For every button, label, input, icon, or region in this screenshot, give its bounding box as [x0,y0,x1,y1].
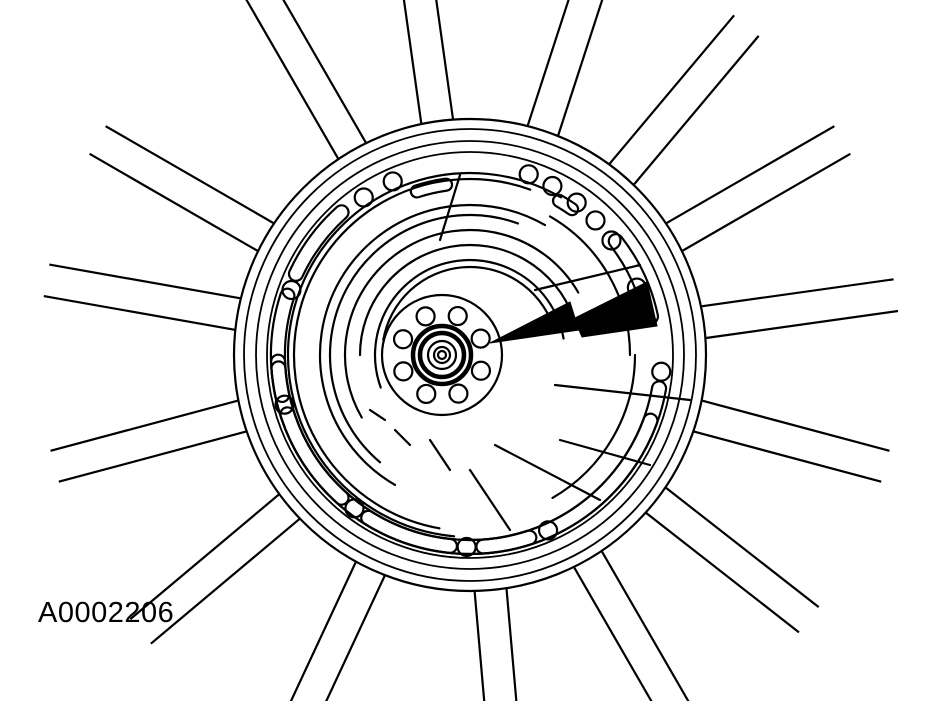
blade-line [558,438,652,467]
hub-ring [432,345,452,365]
inner-arc [318,203,547,487]
inner-arc [382,265,554,341]
bolt-hole [392,329,414,350]
blade-line [553,383,692,402]
spoke [566,535,690,701]
bolt-hole [470,328,491,349]
hole [456,536,477,558]
blade-line [468,468,512,532]
inner-arc [358,243,575,357]
hub-ring [436,349,448,361]
bolt-hole [447,305,468,327]
spoke [650,125,851,259]
bolt-hole [416,383,437,405]
slot [279,406,350,506]
hole [601,230,622,251]
hub-outer [380,293,504,417]
hole [344,498,365,519]
spoke [632,478,820,634]
radial-spokes [43,0,899,701]
blade-line [428,438,452,472]
inner-arc [286,171,563,538]
inner-arc [548,215,632,357]
blade-line [493,443,602,502]
slot [475,529,538,555]
bolt-hole [393,361,414,382]
spoke [673,396,890,483]
bolt-hole [470,360,492,381]
inner-arc [328,213,519,464]
blade-line [368,408,387,422]
inner-arc [344,229,580,419]
outer-ring [255,140,685,570]
spoke [43,263,263,333]
hub-ring [426,339,458,371]
hub-ring [410,323,474,387]
hub-ring [417,330,467,380]
blade-line [438,173,462,242]
hole [651,361,672,382]
spoke [599,14,760,198]
inner-arc [292,177,532,530]
slot [360,509,458,555]
inner-assembly [286,171,692,538]
slot [551,193,580,217]
spoke [89,125,290,259]
hole [274,394,295,415]
center-hub [380,293,504,417]
outer-ring [243,128,697,582]
pointer-arrow-icon [489,281,658,344]
hole [542,175,563,197]
spoke [245,0,374,175]
arrow-shape [489,281,658,344]
outer-ring [266,151,674,559]
hole [585,210,606,231]
blade-line [393,428,412,447]
spoke [678,278,899,341]
bolt-hole [448,383,469,404]
figure-id-label: A0002206 [38,597,175,629]
plate-slots-and-holes [269,164,672,558]
hole [537,520,559,541]
hole [566,192,587,213]
bolt-hole [415,306,436,327]
inner-arc [373,258,565,389]
slot [409,177,454,199]
spoke [50,396,267,483]
blade-line [533,263,642,292]
